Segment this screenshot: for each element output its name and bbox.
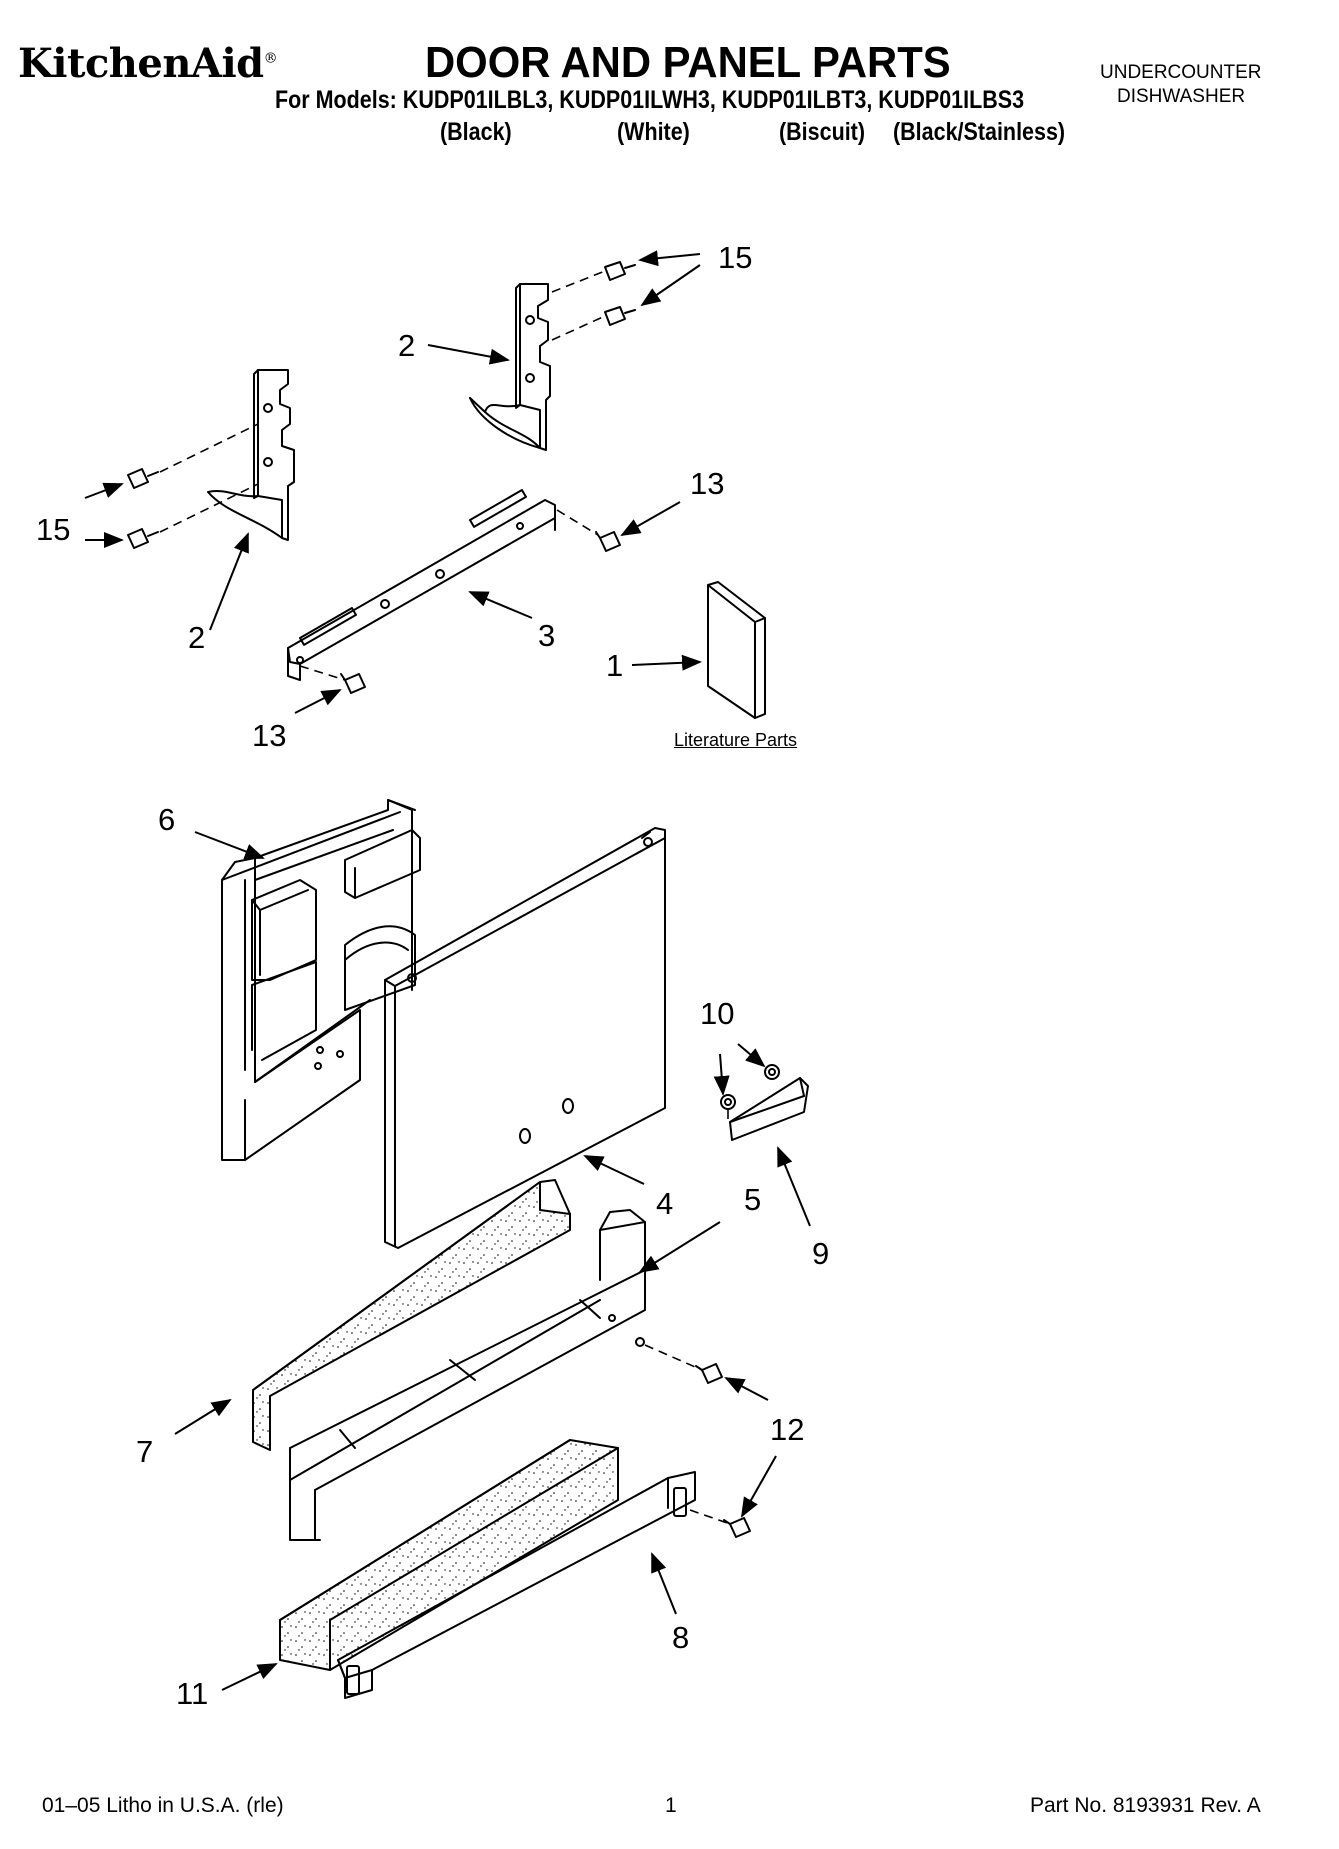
- outer-door-panel: [384, 827, 666, 1249]
- part-number: Part No. 8193931 Rev. A: [1030, 1794, 1261, 1817]
- callout-9: 9: [812, 1236, 830, 1271]
- callout-7: 7: [136, 1434, 154, 1469]
- screw-15-lower-b: [127, 528, 159, 549]
- callout-15: 15: [36, 512, 71, 547]
- category-line-2: DISHWASHER: [1117, 86, 1246, 107]
- callout-4: 4: [656, 1186, 674, 1221]
- callout-8: 8: [672, 1620, 690, 1655]
- door-handle: [729, 1077, 809, 1141]
- screw-15-upper-a: [604, 261, 636, 281]
- screw-15-upper-b: [604, 306, 636, 326]
- handle-nut-left: [720, 1094, 736, 1110]
- screw-13-upper: [595, 531, 621, 552]
- handle-nut-right: [764, 1064, 780, 1080]
- models-line: For Models: KUDP01ILBL3, KUDP01ILWH3, KU…: [275, 86, 1025, 114]
- literature-parts-label: Literature Parts: [674, 730, 798, 750]
- screw-15-lower-a: [127, 468, 159, 489]
- color-black: (Black): [440, 118, 512, 146]
- color-white: (White): [617, 118, 690, 146]
- door-insulation-lower: [279, 1439, 619, 1671]
- callout-13: 13: [252, 718, 287, 753]
- callout-5: 5: [744, 1182, 762, 1217]
- brand-logo: KitchenAid®: [18, 40, 278, 87]
- color-biscuit: (Biscuit): [779, 118, 865, 146]
- mounting-bracket-right: [469, 283, 551, 451]
- category-line-1: UNDERCOUNTER: [1100, 62, 1262, 83]
- footer-litho: 01–05 Litho in U.S.A. (rle): [42, 1794, 284, 1817]
- callout-1: 1: [606, 648, 624, 683]
- screw-13-lower: [340, 673, 366, 694]
- callout-13: 13: [690, 466, 725, 501]
- callout-12: 12: [770, 1412, 805, 1447]
- callout-2: 2: [398, 328, 416, 363]
- callout-3: 3: [538, 618, 556, 653]
- door-rail-bracket: [287, 489, 556, 681]
- screw-12-lower: [723, 1517, 751, 1538]
- toe-panel: [337, 1471, 696, 1699]
- registered-mark: ®: [263, 50, 278, 67]
- inner-door-liner: [221, 799, 421, 1161]
- callout-10: 10: [700, 996, 735, 1031]
- page-title: DOOR AND PANEL PARTS: [425, 38, 951, 87]
- callout-11: 11: [176, 1676, 209, 1711]
- color-black-stainless: (Black/Stainless): [893, 118, 1066, 146]
- alignment-lines: [159, 270, 731, 1525]
- callout-6: 6: [158, 802, 176, 837]
- mounting-bracket-left: [207, 369, 295, 541]
- page-number: 1: [665, 1794, 677, 1817]
- callout-2: 2: [188, 620, 206, 655]
- literature-book: [707, 581, 766, 719]
- door-insulation-upper: [252, 1179, 571, 1451]
- screw-12-upper: [695, 1363, 723, 1384]
- callout-15: 15: [718, 240, 753, 275]
- brand-name: KitchenAid: [18, 40, 264, 87]
- leader-arrows: [84, 250, 811, 1691]
